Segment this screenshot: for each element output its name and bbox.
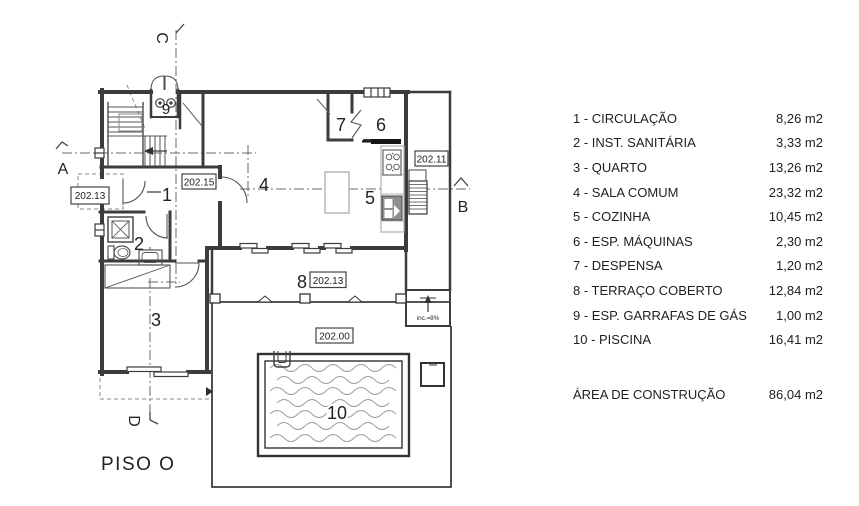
room-label-8: 8 bbox=[297, 272, 307, 292]
elevation-east: 202.11 bbox=[417, 155, 447, 166]
elevation-hall: 202.15 bbox=[184, 178, 215, 189]
kitchen-counter bbox=[362, 139, 405, 233]
legend-row: 4 - SALA COMUM 23,32 m2 bbox=[573, 180, 823, 205]
legend-item-label: 3 - QUARTO bbox=[573, 159, 647, 175]
room-label-7: 7 bbox=[336, 115, 346, 135]
legend-item-area: 8,26 m2 bbox=[776, 110, 823, 126]
elevation-pool-deck: 202.00 bbox=[319, 332, 350, 343]
legend-row: 6 - ESP. MÁQUINAS 2,30 m2 bbox=[573, 229, 823, 254]
ramp-label: inc.=8% bbox=[417, 315, 440, 322]
section-markers: A B C D bbox=[58, 32, 469, 427]
section-marker-d: D bbox=[125, 415, 142, 427]
legend-item-area: 3,33 m2 bbox=[776, 135, 823, 151]
legend-row: 3 - QUARTO 13,26 m2 bbox=[573, 155, 823, 180]
room-label-9: 9 bbox=[162, 101, 170, 118]
elevation-terrace: 202.13 bbox=[313, 276, 344, 287]
legend-item-label: 2 - INST. SANITÁRIA bbox=[573, 135, 696, 151]
legend-item-area: 13,26 m2 bbox=[768, 159, 823, 175]
room-label-5: 5 bbox=[365, 188, 375, 208]
staircase bbox=[107, 102, 167, 167]
gas-bottles bbox=[155, 98, 176, 108]
room-label-6: 6 bbox=[376, 115, 386, 135]
legend-item-label: 8 - TERRAÇO COBERTO bbox=[573, 282, 723, 298]
legend-item-label: 5 - COZINHA bbox=[573, 209, 651, 225]
legend-item-area: 1,20 m2 bbox=[776, 258, 823, 274]
ramp-arrow bbox=[420, 295, 436, 312]
elevation-labels: 202.13 202.15 202.11 202.13 202.00 bbox=[70, 150, 449, 344]
legend-total-area: 86,04 m2 bbox=[768, 386, 823, 402]
room-labels: 1 2 3 4 5 6 7 8 9 10 bbox=[134, 101, 386, 425]
island-table bbox=[324, 171, 350, 214]
legend-item-area: 12,84 m2 bbox=[768, 282, 823, 298]
legend-row: 9 - ESP. GARRAFAS DE GÁS 1,00 m2 bbox=[573, 303, 823, 328]
legend-item-label: 1 - CIRCULAÇÃO bbox=[573, 110, 678, 126]
section-marker-a: A bbox=[58, 161, 69, 178]
legend-item-area: 23,32 m2 bbox=[768, 184, 823, 200]
legend-total-label: ÁREA DE CONSTRUÇÃO bbox=[573, 386, 726, 402]
stair-direction-arrow bbox=[144, 147, 167, 155]
floor-title: PISO O bbox=[101, 454, 175, 475]
door-swings bbox=[122, 75, 362, 288]
legend-item-label: 4 - SALA COMUM bbox=[573, 184, 679, 200]
room-label-3: 3 bbox=[151, 310, 161, 330]
pool-water-waves bbox=[269, 364, 397, 442]
bathroom-fixtures bbox=[107, 216, 163, 266]
exterior-steps bbox=[408, 169, 428, 215]
legend-item-area: 1,00 m2 bbox=[776, 307, 823, 323]
legend-item-label: 9 - ESP. GARRAFAS DE GÁS bbox=[573, 307, 747, 323]
legend-row: 5 - COZINHA 10,45 m2 bbox=[573, 204, 823, 229]
room-label-1: 1 bbox=[162, 185, 172, 205]
pool-skimmer bbox=[420, 362, 445, 387]
dashed-outlines bbox=[77, 84, 211, 400]
eave-marker bbox=[206, 387, 213, 396]
legend-item-area: 10,45 m2 bbox=[768, 209, 823, 225]
legend-item-label: 6 - ESP. MÁQUINAS bbox=[573, 233, 693, 249]
legend-row: 2 - INST. SANITÁRIA 3,33 m2 bbox=[573, 131, 823, 156]
section-marker-c: C bbox=[153, 32, 170, 44]
legend-total-row: ÁREA DE CONSTRUÇÃO 86,04 m2 bbox=[573, 382, 823, 407]
room-label-4: 4 bbox=[259, 175, 269, 195]
pool-ladder bbox=[273, 351, 291, 368]
room-legend: 1 - CIRCULAÇÃO 8,26 m2 2 - INST. SANITÁRI… bbox=[573, 106, 823, 407]
legend-row: 8 - TERRAÇO COBERTO 12,84 m2 bbox=[573, 278, 823, 303]
wardrobe bbox=[104, 264, 171, 289]
elevation-entry: 202.13 bbox=[75, 191, 106, 202]
windows bbox=[94, 87, 391, 378]
legend-item-area: 16,41 m2 bbox=[768, 332, 823, 348]
legend-row: 10 - PISCINA 16,41 m2 bbox=[573, 327, 823, 352]
section-lines bbox=[62, 30, 470, 416]
site-boundaries bbox=[211, 289, 452, 488]
section-marker-b: B bbox=[458, 199, 469, 216]
section-ticks bbox=[55, 23, 469, 425]
legend-item-label: 7 - DESPENSA bbox=[573, 258, 663, 274]
corner-diagonals bbox=[182, 98, 331, 127]
legend-row: 1 - CIRCULAÇÃO 8,26 m2 bbox=[573, 106, 823, 131]
legend-item-label: 10 - PISCINA bbox=[573, 332, 652, 348]
room-label-2: 2 bbox=[134, 234, 144, 254]
legend-row: 7 - DESPENSA 1,20 m2 bbox=[573, 254, 823, 279]
legend-item-area: 2,30 m2 bbox=[776, 233, 823, 249]
terrace-posts bbox=[209, 293, 407, 304]
pool bbox=[256, 351, 411, 458]
interior-walls bbox=[98, 88, 452, 304]
room-label-10: 10 bbox=[327, 403, 347, 423]
exterior-walls bbox=[98, 88, 410, 376]
